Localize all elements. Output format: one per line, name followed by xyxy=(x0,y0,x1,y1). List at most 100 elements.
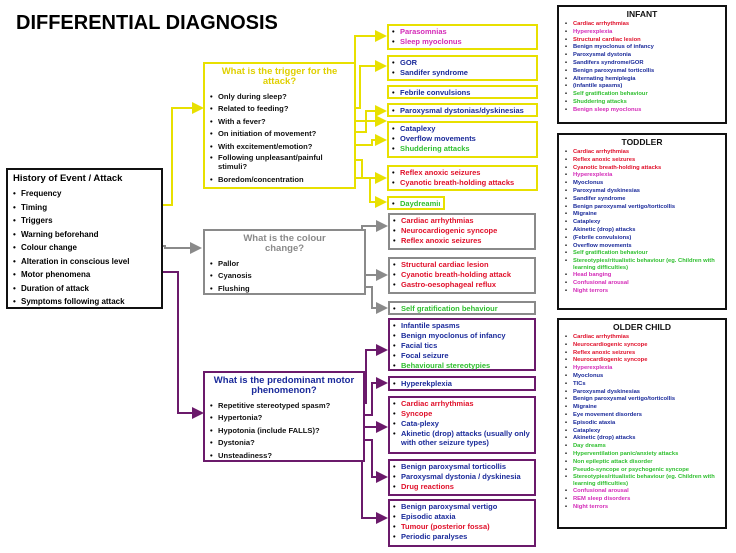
toddler-item: Sandifer syndrome xyxy=(565,196,719,204)
outcome-item: Facial tics xyxy=(393,341,531,351)
toddler-item: Paroxysmal dyskinesias xyxy=(565,188,719,196)
trigger-question: What is the trigger for the attack? xyxy=(221,66,338,87)
infant-list: Cardiac arrhythmiasHyperexplexiaStructur… xyxy=(565,21,719,115)
outcome-item: Sleep myoclonus xyxy=(392,37,533,47)
outcome-list: Cardiac arrhythmiasNeurocardiogenic sync… xyxy=(390,215,534,247)
infant-item: Sandifers syndrome/GOR xyxy=(565,60,719,68)
trigger-item: Boredom/concentration xyxy=(210,174,349,186)
motor-list: Repetitive stereotyped spasm?Hypertonia?… xyxy=(210,400,358,462)
toddler-item: Cardiac arrhythmias xyxy=(565,149,719,157)
older-child-item: Episodic ataxia xyxy=(565,420,719,428)
older-child-item: Benign paroxysmal vertigo/torticollis xyxy=(565,396,719,404)
outcome-spasm-box: Infantile spasmsBenign myoclonus of infa… xyxy=(388,318,536,371)
infant-title: INFANT xyxy=(626,9,658,19)
toddler-list: Cardiac arrhythmiasReflex anoxic seizure… xyxy=(565,149,719,296)
outcome-list: Self gratification behaviour xyxy=(390,303,534,315)
toddler-item: Benign paroxysmal vertigo/torticollis xyxy=(565,204,719,212)
outcome-item: Parasomnias xyxy=(392,27,533,37)
outcome-item: Benign myoclonus of infancy xyxy=(393,331,531,341)
history-item: Colour change xyxy=(13,241,156,255)
trigger-item: Following unpleasant/painful stimuli? xyxy=(210,153,349,171)
toddler-item: Migraine xyxy=(565,211,719,219)
trigger-item: With excitement/emotion? xyxy=(210,141,349,153)
older-child-item: Eye movement disorders xyxy=(565,412,719,420)
toddler-item: Myoclonus xyxy=(565,180,719,188)
toddler-item: Confusional arousal xyxy=(565,280,719,288)
motor-item: Dystonia? xyxy=(210,437,358,449)
history-item: Triggers xyxy=(13,214,156,228)
outcome-item: Benign paroxysmal torticollis xyxy=(393,462,531,472)
outcome-movement-box: Paroxysmal dystonias/dyskinesias xyxy=(387,103,538,117)
outcome-pallor-box: Cardiac arrhythmiasNeurocardiogenic sync… xyxy=(388,213,536,250)
outcome-list: Benign paroxysmal vertigoEpisodic ataxia… xyxy=(390,501,534,543)
toddler-item: Overflow movements xyxy=(565,243,719,251)
older-child-item: REM sleep disorders xyxy=(565,496,719,504)
toddler-item: Hyperexplexia xyxy=(565,172,719,180)
infant-item: Self gratification behaviour xyxy=(565,91,719,99)
toddler-item: Stereotypies/ritualistic behaviour (eg. … xyxy=(565,258,719,272)
outcome-cyanosis-box: Structural cardiac lesionCyanotic breath… xyxy=(388,257,536,294)
trigger-item: On initiation of movement? xyxy=(210,128,349,140)
older-child-item: Neurocardiogenic syncope xyxy=(565,342,719,350)
outcome-list: Benign paroxysmal torticollisParoxysmal … xyxy=(390,461,534,493)
older-child-item: Night terrors xyxy=(565,504,719,512)
outcome-item: Reflex anoxic seizures xyxy=(392,168,533,178)
infant-item: Benign paroxysmal torticollis xyxy=(565,68,719,76)
motor-item: Hypotonia (include FALLS)? xyxy=(210,425,358,437)
outcome-feeding-box: GORSandifer syndrome xyxy=(387,55,538,81)
outcome-list: Structural cardiac lesionCyanotic breath… xyxy=(390,259,534,291)
infant-item: Benign sleep myoclonus xyxy=(565,107,719,115)
outcome-emotion-box: CataplexyOverflow movementsShuddering at… xyxy=(387,121,538,158)
history-box: History of Event / Attack FrequencyTimin… xyxy=(6,168,163,309)
history-item: Warning beforehand xyxy=(13,228,156,242)
infant-item: Cardiac arrhythmias xyxy=(565,21,719,29)
outcome-item: Periodic paralyses xyxy=(393,532,531,542)
outcome-hypertonia-box: Hyperekplexia xyxy=(388,376,536,391)
infant-item: Hyperexplexia xyxy=(565,29,719,37)
older-child-list: Cardiac arrhythmiasNeurocardiogenic sync… xyxy=(565,334,719,512)
history-list: FrequencyTimingTriggersWarning beforehan… xyxy=(13,187,156,309)
toddler-item: Night terrors xyxy=(565,288,719,296)
infant-item: Alternating hemiplegia xyxy=(565,76,719,84)
infant-item: (infantile spasms) xyxy=(565,83,719,91)
colour-item: Cyanosis xyxy=(210,270,359,282)
outcome-item: Self gratification behaviour xyxy=(393,304,531,314)
toddler-panel: TODDLER Cardiac arrhythmiasReflex anoxic… xyxy=(557,133,727,310)
history-item: Motor phenomena xyxy=(13,268,156,282)
outcome-item: Gastro-oesophageal reflux xyxy=(393,280,531,290)
outcome-item: Overflow movements xyxy=(392,134,533,144)
trigger-question-box: What is the trigger for the attack? Only… xyxy=(203,62,356,189)
outcome-list: Hyperekplexia xyxy=(390,378,534,390)
outcome-item: Neurocardiogenic syncope xyxy=(393,226,531,236)
older-child-item: Myoclonus xyxy=(565,373,719,381)
history-item: Alteration in conscious level xyxy=(13,255,156,269)
history-item: Timing xyxy=(13,201,156,215)
motor-item: Repetitive stereotyped spasm? xyxy=(210,400,358,412)
infant-item: Benign myoclonus of infancy xyxy=(565,44,719,52)
trigger-item: Related to feeding? xyxy=(210,103,349,115)
colour-item: Flushing xyxy=(210,283,359,295)
outcome-fever-box: Febrile convulsions xyxy=(387,85,538,99)
outcome-item: Paroxysmal dystonia / dyskinesia xyxy=(393,472,531,482)
outcome-item: Shuddering attacks xyxy=(392,144,533,154)
outcome-item: Episodic ataxia xyxy=(393,512,531,522)
outcome-list: GORSandifer syndrome xyxy=(389,57,536,79)
toddler-item: Cataplexy xyxy=(565,219,719,227)
older-child-item: Migraine xyxy=(565,404,719,412)
colour-question-box: What is the colour change? PallorCyanosi… xyxy=(203,229,366,295)
colour-item: Pallor xyxy=(210,258,359,270)
outcome-item: Cataplexy xyxy=(392,124,533,134)
toddler-item: Reflex anoxic seizures xyxy=(565,157,719,165)
older-child-item: Hyperexplexia xyxy=(565,365,719,373)
outcome-dystonia-box: Benign paroxysmal torticollisParoxysmal … xyxy=(388,459,536,496)
outcome-item: Infantile spasms xyxy=(393,321,531,331)
outcome-item: Syncope xyxy=(393,409,531,419)
toddler-item: Akinetic (drop) attacks xyxy=(565,227,719,235)
outcome-item: Cata-plexy xyxy=(393,419,531,429)
outcome-item: Structural cardiac lesion xyxy=(393,260,531,270)
older-child-item: Cardiac arrhythmias xyxy=(565,334,719,342)
outcome-hypotonia-box: Cardiac arrhythmiasSyncopeCata-plexyAkin… xyxy=(388,396,536,454)
trigger-list: Only during sleep?Related to feeding?Wit… xyxy=(210,91,349,186)
outcome-item: Akinetic (drop) attacks (usually only wi… xyxy=(393,429,531,447)
outcome-list: CataplexyOverflow movementsShuddering at… xyxy=(389,123,536,155)
